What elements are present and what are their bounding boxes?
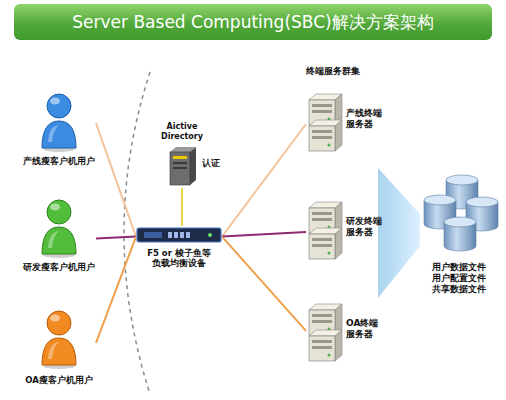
terminal-server: OA终端 服务器: [306, 302, 388, 366]
node-label: 产线瘦客户机用户: [22, 156, 96, 166]
group-label: 终端服务群集: [306, 66, 406, 77]
storage-cluster-symbol: [418, 172, 504, 262]
terminal-server-symbol: [306, 92, 346, 154]
load-balancer: F5 or 梭子鱼等 负载均衡设备: [136, 226, 222, 274]
storage-funnel: [378, 168, 420, 298]
network-link: [222, 124, 306, 237]
network-link: [222, 237, 306, 331]
network-link: [96, 237, 136, 343]
node-label: 研发终端 服务器: [346, 216, 388, 238]
storage-cluster-icon: [418, 172, 504, 266]
node-label: OA终端 服务器: [346, 318, 388, 340]
terminal-server-icon: [306, 200, 346, 266]
node-label: 用户数据文件 用户配置文件 共享数据文件: [432, 262, 494, 294]
node-label: F5 or 梭子鱼等 负载均衡设备: [136, 248, 222, 268]
thin-client-user: 研发瘦客户机用户: [22, 198, 96, 276]
load-balancer-icon: [136, 226, 222, 248]
terminal-server: 研发终端 服务器: [306, 200, 388, 264]
node-label: OA瘦客户机用户: [22, 375, 96, 385]
node-label: 认证: [202, 158, 224, 168]
node-label: Aictive Directory: [152, 122, 212, 141]
node-label: 研发瘦客户机用户: [22, 262, 96, 272]
thin-client-user-symbol: [39, 92, 79, 152]
terminal-server: 产线终端 服务器: [306, 92, 388, 156]
thin-client-user: OA瘦客户机用户: [22, 305, 96, 389]
auth-server-symbol: [166, 146, 198, 186]
network-link: [96, 237, 136, 239]
title-banner: Server Based Computing(SBC)解决方案架构: [14, 4, 492, 40]
terminal-server-icon: [306, 302, 346, 368]
auth-server: Aictive Directory 认证: [140, 122, 224, 188]
terminal-server-icon: [306, 92, 346, 158]
network-link: [222, 232, 306, 237]
thin-client-user-icon: [39, 309, 79, 373]
auth-server-icon: [166, 146, 198, 190]
thin-client-user-symbol: [39, 309, 79, 369]
thin-client-user: 产线瘦客户机用户: [22, 92, 96, 170]
node-label: 产线终端 服务器: [346, 108, 388, 130]
thin-client-user-symbol: [39, 198, 79, 258]
load-balancer-symbol: [136, 226, 222, 244]
network-link: [181, 188, 183, 226]
thin-client-user-icon: [39, 92, 79, 156]
network-link: [96, 123, 136, 236]
storage-cluster: 用户数据文件 用户配置文件 共享数据文件: [418, 172, 504, 302]
terminal-server-symbol: [306, 200, 346, 262]
terminal-server-symbol: [306, 302, 346, 364]
thin-client-user-icon: [39, 198, 79, 262]
